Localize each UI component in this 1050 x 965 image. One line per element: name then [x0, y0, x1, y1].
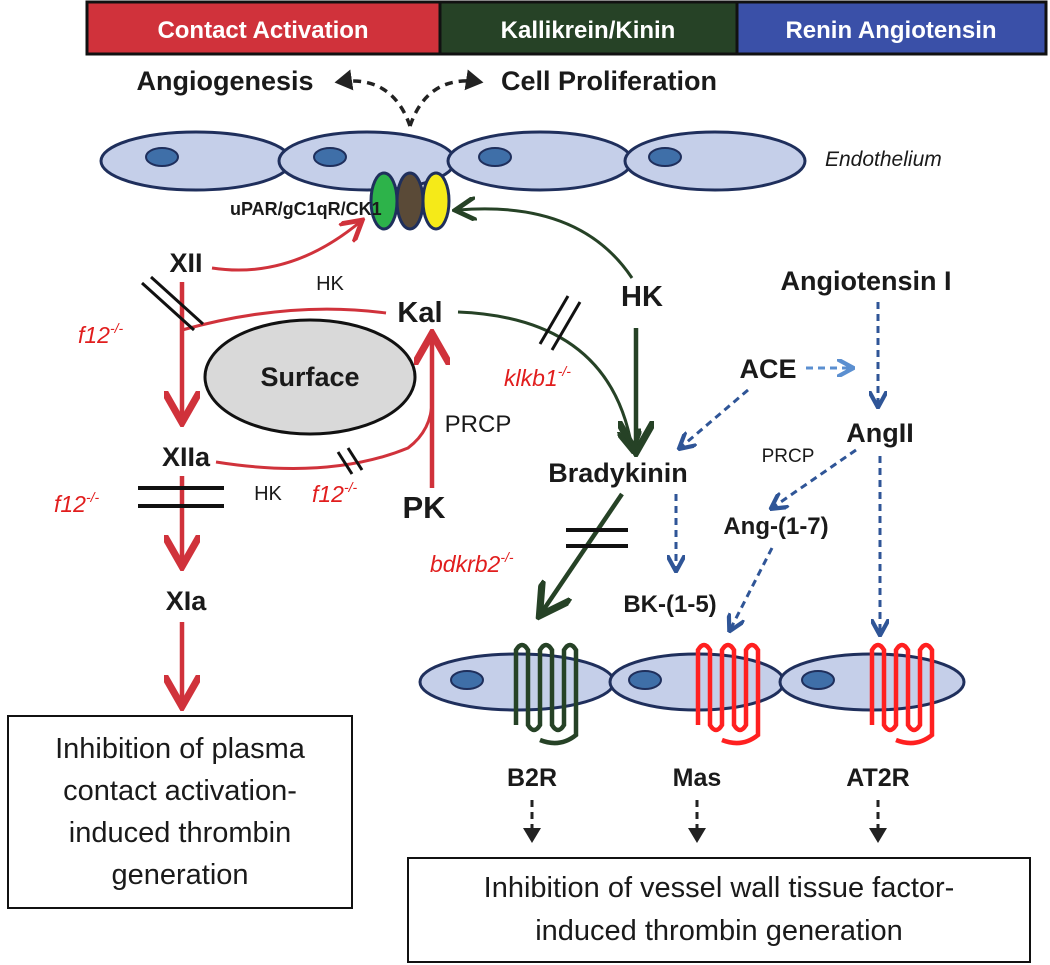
angiotensin-i-label: Angiotensin I	[781, 266, 952, 296]
mas-receptor	[695, 642, 761, 746]
header-tab-kallikrein-kinin: Kallikrein/Kinin	[438, 0, 739, 56]
arrow-bradykinin-to-b2r	[542, 492, 624, 612]
xiia-label: XIIa	[162, 442, 211, 472]
mas-label: Mas	[673, 764, 722, 792]
receptor-complex-label: uPAR/gC1qR/CK1	[230, 199, 382, 219]
f12-knockout-label: f12-/-	[54, 489, 100, 517]
b2r-receptor	[513, 642, 579, 746]
cell-proliferation-label: Cell Proliferation	[501, 66, 717, 96]
line-xiia-to-pk	[215, 399, 434, 470]
header-tab-renin-angiotensin: Renin Angiotensin	[735, 0, 1048, 56]
outcome-box-vessel-wall: Inhibition of vessel wall tissue factor-…	[407, 857, 1031, 963]
hk-label: HK	[621, 281, 663, 313]
angiogenesis-label: Angiogenesis	[136, 66, 313, 96]
prcp-label-right: PRCP	[762, 446, 815, 467]
header-tab-contact-activation: Contact Activation	[85, 0, 442, 56]
arrow-ace-to-bradykinin	[680, 388, 749, 448]
arrow-kal-to-bradykinin	[457, 310, 632, 448]
outcome-box-plasma: Inhibition of plasma contact activation-…	[7, 715, 353, 909]
tab-label: Kallikrein/Kinin	[501, 17, 676, 44]
outcome-line: Inhibition of vessel wall tissue factor-	[484, 872, 955, 904]
outcome-line: induced thrombin generation	[535, 915, 903, 947]
bradykinin-label: Bradykinin	[548, 458, 688, 488]
bdkrb2-knockout-label: bdkrb2-/-	[430, 549, 514, 577]
knockout-bars-f12-1	[140, 275, 205, 332]
dashed-arrow-to-angiogenesis	[334, 69, 412, 127]
f12-knockout-label: f12-/-	[312, 479, 358, 507]
klkb1-knockout-label: klkb1-/-	[504, 363, 571, 391]
outcome-line: induced thrombin	[69, 817, 291, 849]
outcome-line: generation	[111, 859, 248, 891]
angii-label: AngII	[846, 418, 914, 448]
f12-knockout-label: f12-/-	[78, 320, 124, 348]
knockout-bars-bdkrb2	[566, 528, 628, 548]
line-kal-to-xii	[181, 307, 387, 332]
arrow-ang17-to-mas	[730, 547, 774, 630]
hk-cofactor-label: HK	[254, 483, 282, 505]
receptor-complex	[369, 171, 451, 231]
knockout-bars-f12-3	[336, 447, 364, 475]
dashed-arrow-to-proliferation	[408, 69, 484, 127]
tab-label: Contact Activation	[157, 17, 368, 44]
arrow-xii-to-receptor	[211, 222, 360, 272]
tab-label: Renin Angiotensin	[785, 17, 996, 44]
hk-cofactor-label: HK	[316, 273, 344, 295]
surface-label: Surface	[260, 362, 359, 392]
surface-ellipse	[203, 318, 417, 436]
xia-label: XIa	[166, 586, 208, 616]
outcome-line: Inhibition of plasma	[55, 733, 306, 765]
arrow-hk-to-receptor	[458, 209, 634, 279]
outcome-line: contact activation-	[63, 775, 297, 807]
knockout-bars-klkb1	[538, 295, 582, 351]
endothelium-cells	[99, 130, 807, 192]
at2r-label: AT2R	[846, 764, 909, 792]
b2r-label: B2R	[507, 764, 557, 792]
prcp-label-left: PRCP	[445, 411, 512, 438]
ang17-label: Ang-(1-7)	[723, 513, 828, 540]
knockout-bars-f12-2	[138, 486, 224, 508]
kal-label: Kal	[397, 297, 442, 329]
ace-label: ACE	[739, 354, 796, 384]
bk15-label: BK-(1-5)	[623, 591, 716, 618]
at2r-receptor	[869, 642, 935, 746]
xii-label: XII	[169, 248, 202, 278]
endothelium-label: Endothelium	[825, 148, 942, 171]
arrow-angii-to-ang17	[772, 448, 857, 508]
pk-label: PK	[402, 490, 446, 525]
